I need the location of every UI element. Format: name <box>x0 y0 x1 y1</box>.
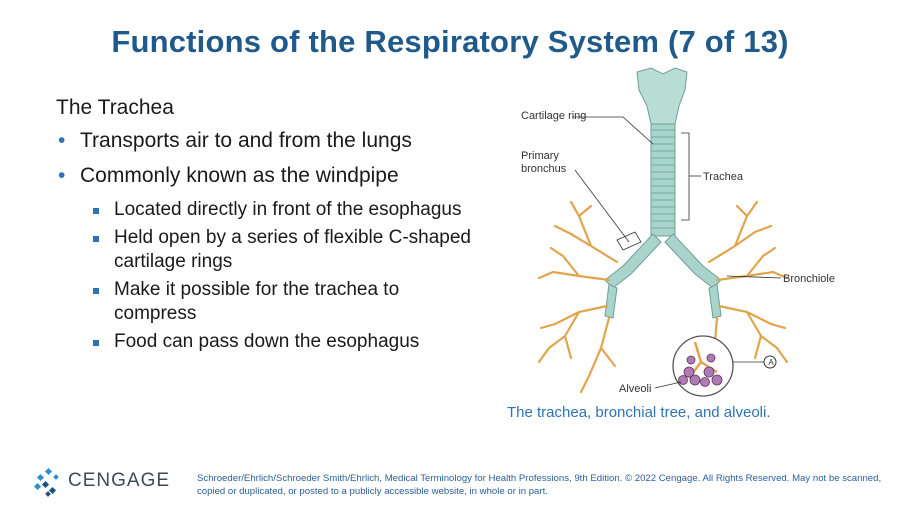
sub-bullet-text: Food can pass down the esophagus <box>114 331 420 352</box>
cartilage-ring-label: Cartilage ring <box>521 110 587 122</box>
sub-bullet-item: Make it possible for the trachea to comp… <box>56 278 486 326</box>
slide-title: Functions of the Respiratory System (7 o… <box>111 24 789 59</box>
bronchial-tree-drawing <box>537 67 789 397</box>
sub-bullet-item: Held open by a series of flexible C-shap… <box>56 226 486 274</box>
bullet-dot-icon: • <box>58 129 66 152</box>
copyright-footer: Schroeder/Ehrlich/Schroeder Smith/Ehrlic… <box>197 473 882 497</box>
square-bullet-icon <box>93 236 99 242</box>
bullet-text: Commonly known as the windpipe <box>80 164 399 187</box>
square-bullet-icon <box>93 208 99 214</box>
cengage-logo: CENGAGE <box>34 468 194 498</box>
square-bullet-icon <box>93 288 99 294</box>
bronchiole-label: Bronchiole <box>783 273 835 285</box>
sub-bullet-text: Held open by a series of flexible C-shap… <box>114 227 471 272</box>
sub-bullet-text: Located directly in front of the esophag… <box>114 199 462 220</box>
section-heading: The Trachea <box>56 96 174 119</box>
cengage-wordmark: CENGAGE <box>68 470 171 491</box>
slide-content: The Trachea • Transports air to and from… <box>56 96 486 358</box>
bullet-dot-icon: • <box>58 164 66 187</box>
bullet-item: • Commonly known as the windpipe <box>56 163 486 189</box>
figure-caption: The trachea, bronchial tree, and alveoli… <box>507 404 771 421</box>
primary-bronchus-label: Primary bronchus <box>521 150 567 175</box>
cengage-logo-icon <box>34 468 59 497</box>
sub-bullet-item: Located directly in front of the esophag… <box>56 198 486 222</box>
sub-bullet-item: Food can pass down the esophagus <box>56 330 486 354</box>
bullet-item: • Transports air to and from the lungs <box>56 128 486 154</box>
bullet-text: Transports air to and from the lungs <box>80 129 412 152</box>
alveoli-label: Alveoli <box>619 383 652 395</box>
trachea-illustration: Cartilage ring Primary bronchus Trachea … <box>505 66 835 406</box>
trachea-label: Trachea <box>703 171 743 183</box>
sub-bullet-text: Make it possible for the trachea to comp… <box>114 279 400 324</box>
callout-a-label: A <box>768 358 774 367</box>
square-bullet-icon <box>93 340 99 346</box>
